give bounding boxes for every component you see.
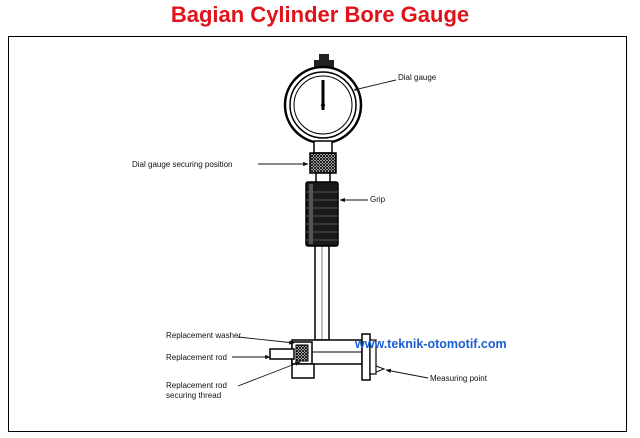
label-measuring-point: Measuring point bbox=[430, 374, 488, 383]
measuring-head bbox=[269, 333, 386, 381]
label-rod-thread-line2: securing thread bbox=[166, 391, 221, 400]
needle-hub bbox=[321, 103, 325, 107]
lower-collar bbox=[291, 363, 315, 379]
label-dial-gauge: Dial gauge bbox=[398, 73, 437, 82]
watermark-url[interactable]: www.teknik-otomotif.com bbox=[354, 337, 507, 351]
label-replacement-washer: Replacement washer bbox=[166, 331, 241, 340]
diagram-frame bbox=[8, 36, 627, 432]
label-grip: Grip bbox=[370, 195, 386, 204]
leader-measuring-point bbox=[385, 368, 429, 379]
thread-part bbox=[295, 344, 309, 362]
label-securing-position: Dial gauge securing position bbox=[132, 160, 233, 169]
label-replacement-rod: Replacement rod bbox=[166, 353, 227, 362]
leader-rod-thread bbox=[237, 361, 301, 387]
leader-dial-gauge bbox=[353, 79, 397, 91]
dial-gauge bbox=[283, 54, 363, 154]
dial-top-cap bbox=[319, 54, 329, 60]
page-title: Bagian Cylinder Bore Gauge bbox=[170, 2, 470, 27]
securing-nut bbox=[309, 152, 337, 174]
leader-replacement-washer bbox=[237, 336, 295, 345]
measuring-point-tip bbox=[375, 365, 386, 373]
replacement-rod-part bbox=[269, 348, 295, 360]
label-rod-thread-line1: Replacement rod bbox=[166, 381, 227, 390]
dial-neck bbox=[313, 140, 333, 154]
grip bbox=[305, 181, 339, 247]
